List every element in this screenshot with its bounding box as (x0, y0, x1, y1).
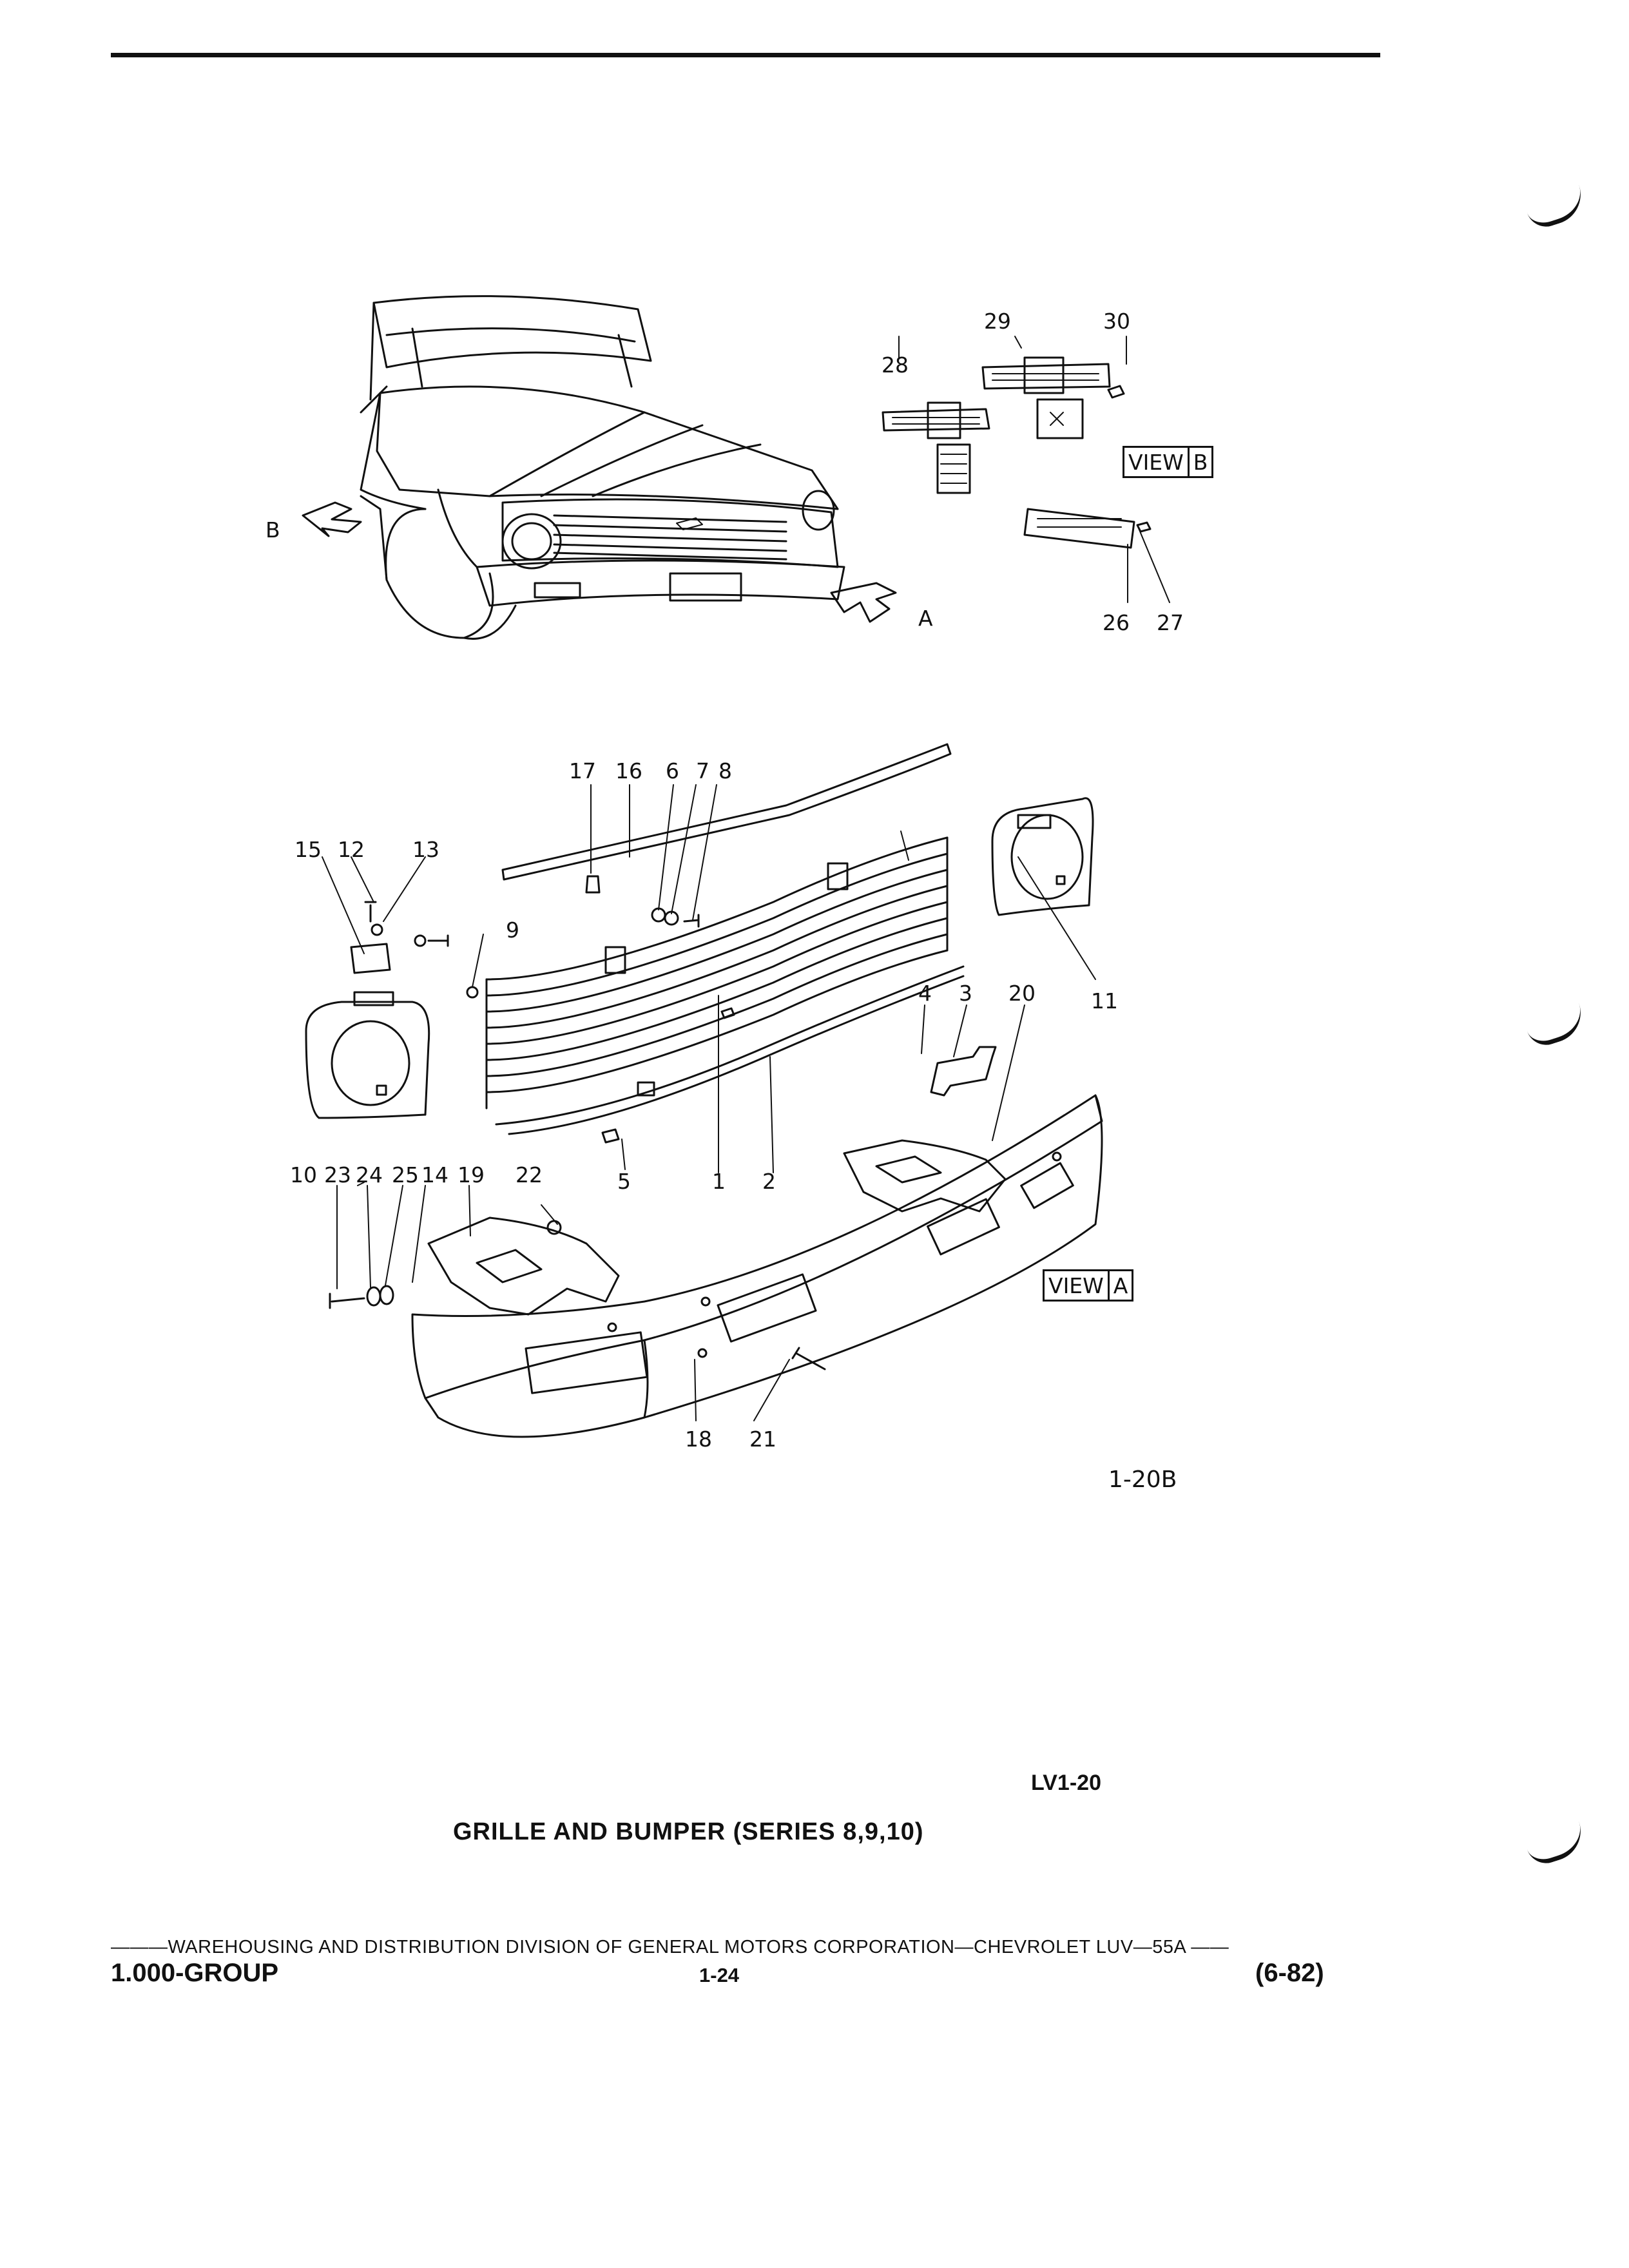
callout-14: 14 (421, 1162, 448, 1187)
callout-30: 30 (1103, 309, 1130, 334)
view-b-letter: B (265, 517, 280, 543)
callout-21: 21 (749, 1427, 776, 1452)
callout-4: 4 (918, 981, 932, 1006)
bracket-15 (350, 901, 449, 974)
left-headlamp-bezel (305, 991, 430, 1119)
callout-6: 6 (666, 758, 679, 783)
callout-1: 1 (712, 1169, 726, 1194)
callout-7: 7 (696, 758, 709, 783)
callout-26: 26 (1103, 610, 1130, 635)
header-rule (111, 53, 1380, 57)
leader-lines (322, 336, 1170, 1421)
callout-16: 16 (615, 758, 642, 783)
truck-illustration (360, 295, 845, 640)
view-b-label: VIEW (1128, 449, 1184, 475)
footer-group: 1.000-GROUP (111, 1959, 279, 1987)
view-a-box: VIEW A (1043, 1269, 1134, 1302)
view-a-arrow (830, 582, 897, 623)
grille-assembly (466, 743, 965, 1144)
view-b-box: VIEW B (1123, 446, 1214, 478)
callout-27: 27 (1157, 610, 1184, 635)
figure-caption: GRILLE AND BUMPER (SERIES 8,9,10) (453, 1818, 924, 1845)
callout-22: 22 (516, 1162, 543, 1187)
plate-code: LV1-20 (1031, 1771, 1101, 1795)
callout-23: 23 (324, 1162, 351, 1187)
right-headlamp-bezel (991, 797, 1094, 916)
view-a-box-letter: A (1107, 1271, 1132, 1300)
emblem-3 (930, 1046, 997, 1097)
bolt-23 (329, 1285, 394, 1309)
view-b-emblems (882, 356, 1152, 549)
footer-page-number: 1-24 (699, 1964, 740, 1986)
callout-12: 12 (338, 837, 365, 862)
front-bumper (411, 1094, 1103, 1438)
callout-10: 10 (290, 1162, 317, 1187)
bolt-21 (791, 1347, 826, 1370)
callout-17: 17 (569, 758, 596, 783)
figure-number: 1-20B (1108, 1466, 1177, 1493)
callout-19: 19 (458, 1162, 485, 1187)
footer-date: (6-82) (1255, 1959, 1324, 1987)
callout-20: 20 (1008, 981, 1036, 1006)
view-b-arrow (302, 501, 362, 537)
callout-11: 11 (1091, 988, 1118, 1014)
callout-24: 24 (356, 1162, 383, 1187)
callout-25: 25 (392, 1162, 419, 1187)
view-a-label: VIEW (1048, 1273, 1104, 1298)
bumper-bracket-19 (427, 1216, 620, 1316)
callout-8: 8 (718, 758, 732, 783)
view-a-letter: A (918, 606, 933, 631)
callout-29: 29 (984, 309, 1011, 334)
callout-9: 9 (506, 918, 519, 943)
footer-publisher-line: ———WAREHOUSING AND DISTRIBUTION DIVISION… (111, 1937, 1229, 1957)
view-b-box-letter: B (1187, 448, 1212, 476)
callout-2: 2 (762, 1169, 776, 1194)
bumper-bracket-20 (843, 1139, 1007, 1213)
callout-13: 13 (412, 837, 439, 862)
callout-18: 18 (685, 1427, 712, 1452)
callout-28: 28 (882, 352, 909, 378)
callout-3: 3 (959, 981, 972, 1006)
callout-5: 5 (617, 1169, 631, 1194)
callout-15: 15 (294, 837, 322, 862)
